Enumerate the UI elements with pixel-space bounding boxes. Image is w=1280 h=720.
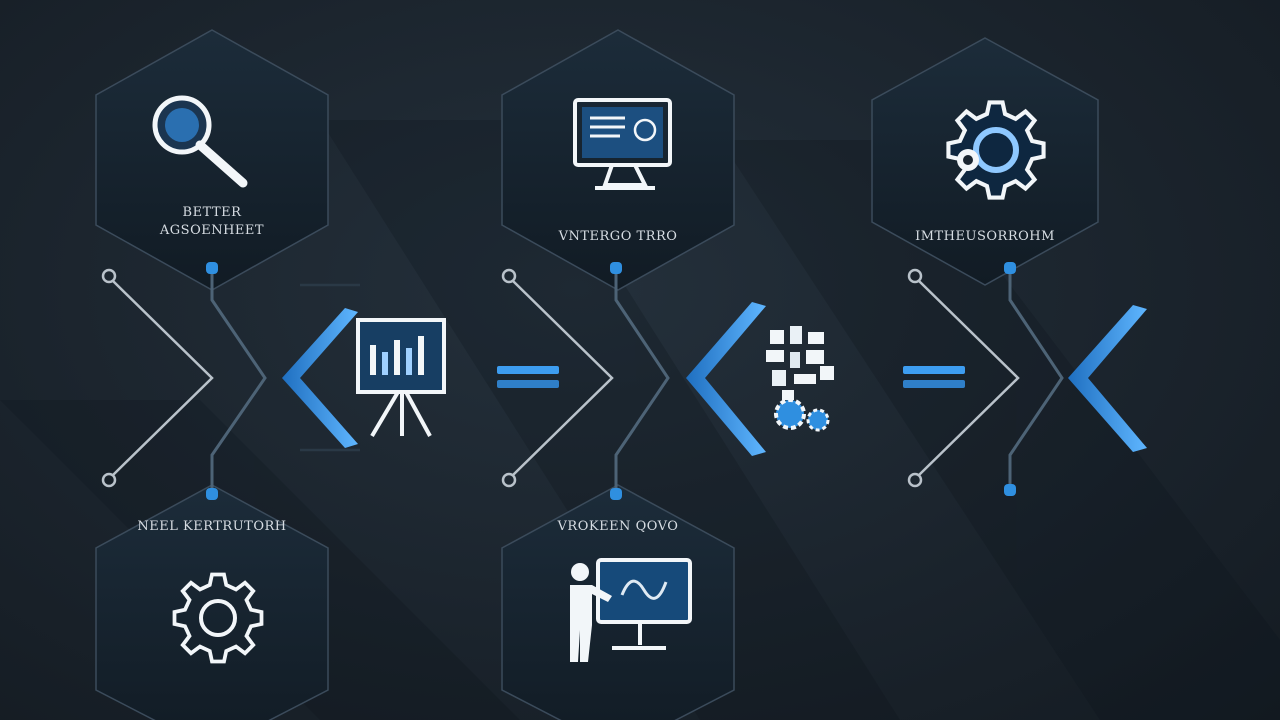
chevron-left-icon <box>1068 305 1147 452</box>
node-dot <box>610 488 622 500</box>
step-5-label: VROKEEN QOVO <box>498 518 738 536</box>
hexagon-step-2 <box>501 29 735 291</box>
equals-icon <box>497 366 559 388</box>
node-dot <box>610 262 622 274</box>
step-2-label: VNTERGO TRRO <box>498 228 738 246</box>
step-4-label: NEEL KERTRUTORH <box>92 518 332 536</box>
puzzle-gears-icon <box>766 326 834 432</box>
presentation-board-icon <box>356 318 446 438</box>
gear-icon <box>946 100 1046 200</box>
step-3-label: IMTHEUSORROHM <box>865 228 1105 246</box>
node-dot <box>206 262 218 274</box>
presenter-icon <box>570 558 692 662</box>
chevron-left-icon <box>282 308 358 448</box>
node-dot <box>1004 484 1016 496</box>
node-dot <box>206 488 218 500</box>
gear-icon <box>172 572 264 664</box>
monitor-icon <box>573 98 672 190</box>
step-1-label: BETTER AGSOENHEET <box>92 204 332 240</box>
magnifier-icon <box>152 95 248 188</box>
connector-1 <box>101 268 360 490</box>
step-5-label-line-1: VROKEEN QOVO <box>557 519 679 534</box>
connector-2 <box>501 268 670 490</box>
node-dot <box>1004 262 1016 274</box>
step-1-label-line-2: AGSOENHEET <box>159 223 265 238</box>
step-1-label-line-1: BETTER <box>182 205 242 220</box>
step-3-label-line-1: IMTHEUSORROHM <box>915 229 1055 244</box>
step-2-label-line-1: VNTERGO TRRO <box>558 229 678 244</box>
step-4-label-line-1: NEEL KERTRUTORH <box>137 519 287 534</box>
equals-icon <box>903 366 965 388</box>
connector-3 <box>907 268 1064 490</box>
chevron-left-icon <box>686 302 766 456</box>
